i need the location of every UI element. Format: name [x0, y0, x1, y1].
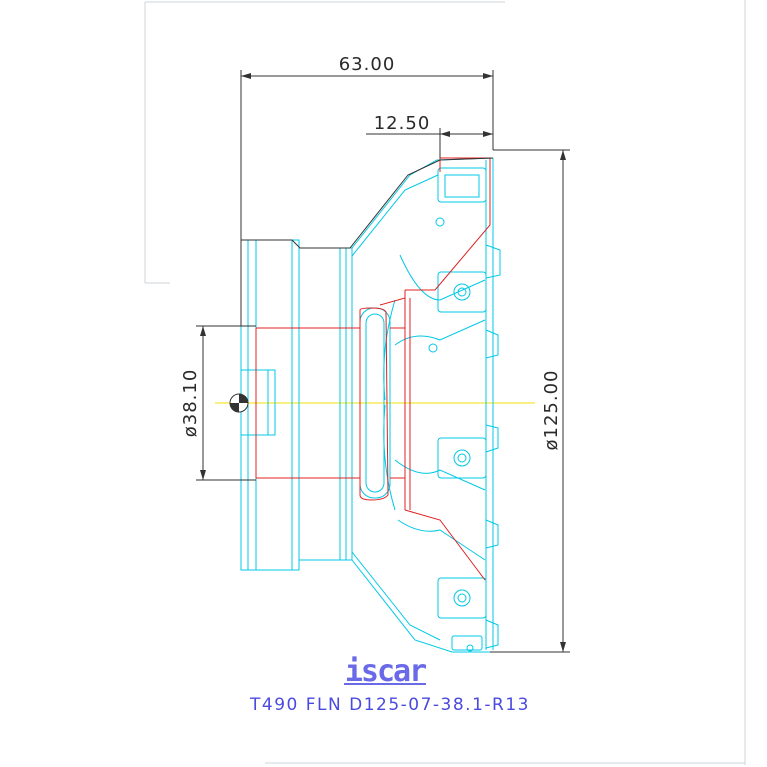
dimension-arrows [200, 73, 566, 652]
dim-cutting-diameter: ø125.00 [541, 370, 562, 451]
cutter-body-outline [240, 157, 501, 653]
dim-overall-length: 63.00 [339, 54, 396, 75]
drawing-frame [144, 0, 746, 765]
dim-insert-offset: 12.50 [374, 113, 431, 134]
dimension-lines [196, 70, 570, 653]
part-number-caption: T490 FLN D125-07-38.1-R13 [249, 695, 530, 715]
dim-bore-diameter: ø38.10 [180, 369, 201, 438]
datum-symbol [229, 393, 249, 413]
